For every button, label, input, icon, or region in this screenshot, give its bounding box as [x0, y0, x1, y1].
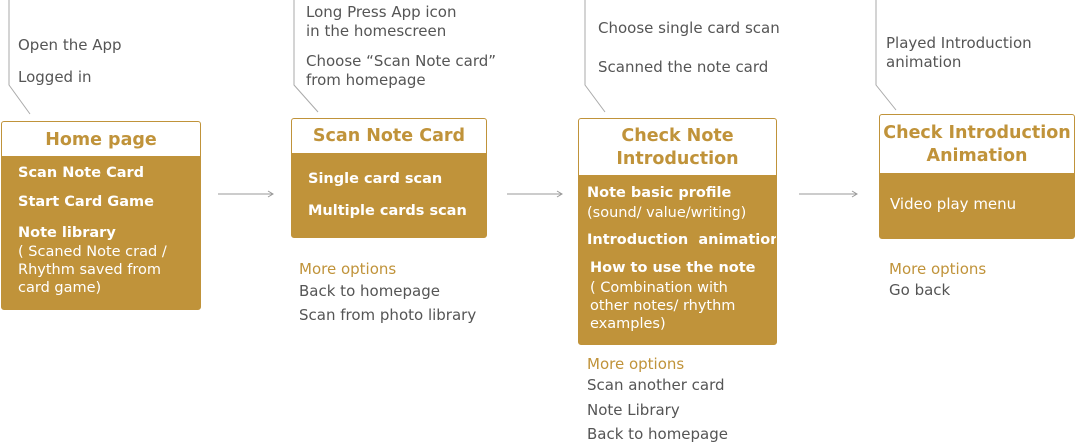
home-page-card: Home page Scan Note Card Start Card Game…: [1, 121, 201, 310]
more-options-title: More options: [889, 260, 987, 278]
flow-arrow: [507, 190, 563, 198]
step-note: Open the App: [18, 36, 122, 54]
more-options-title: More options: [299, 260, 397, 278]
check-note-introduction-card: Check Note Introduction Note basic profi…: [578, 118, 777, 345]
card-title: Check Introduction Animation: [880, 115, 1074, 173]
option-back-to-homepage[interactable]: Back to homepage: [299, 282, 440, 300]
menu-item-detail: ( Scaned Note crad / Rhythm saved from c…: [18, 244, 167, 296]
menu-item-detail: ( Combination with other notes/ rhythm e…: [590, 280, 736, 332]
menu-item-note-library[interactable]: Note library: [18, 225, 116, 241]
menu-item-introduction-animation[interactable]: Introduction animation: [587, 232, 777, 248]
step-note: Choose “Scan Note card” from homepage: [306, 52, 497, 89]
more-options: More options Back to homepage Scan from …: [299, 259, 476, 326]
option-scan-another-card[interactable]: Scan another card: [587, 376, 725, 394]
scan-note-card-card: Scan Note Card Single card scan Multiple…: [291, 118, 487, 238]
step-note: Logged in: [18, 68, 92, 86]
step-note: Scanned the note card: [598, 58, 769, 76]
flow-arrow: [799, 190, 858, 198]
note-leader-line: [584, 0, 606, 113]
option-scan-from-photo-library[interactable]: Scan from photo library: [299, 306, 477, 324]
card-title: Scan Note Card: [292, 119, 486, 153]
menu-item-scan-note-card[interactable]: Scan Note Card: [18, 165, 145, 181]
more-options-title: More options: [587, 355, 685, 373]
card-title: Home page: [2, 122, 200, 156]
step-note: Long Press App icon in the homescreen: [306, 3, 457, 40]
more-options: More options Go back: [889, 259, 986, 301]
menu-item-note-basic-profile[interactable]: Note basic profile: [587, 185, 732, 201]
step-note: Choose single card scan: [598, 19, 780, 37]
menu-item-multiple-cards-scan[interactable]: Multiple cards scan: [308, 203, 467, 219]
check-introduction-animation-card: Check Introduction Animation Video play …: [879, 114, 1075, 239]
more-options: More options Scan another card Note Libr…: [587, 354, 728, 445]
option-go-back[interactable]: Go back: [889, 281, 951, 299]
note-leader-line: [875, 0, 897, 111]
flow-arrow: [218, 190, 274, 198]
step-note: Played Introduction animation: [886, 34, 1032, 71]
note-leader-line: [293, 0, 319, 113]
menu-item-single-card-scan[interactable]: Single card scan: [308, 171, 443, 187]
option-note-library[interactable]: Note Library: [587, 401, 680, 419]
note-leader-line: [8, 0, 31, 115]
menu-item-how-to-use-the-note[interactable]: How to use the note: [590, 260, 756, 276]
menu-item-video-play-menu[interactable]: Video play menu: [890, 195, 1017, 213]
menu-item-detail: (sound/ value/writing): [587, 205, 747, 221]
option-back-to-homepage[interactable]: Back to homepage: [587, 425, 728, 443]
card-title: Check Note Introduction: [579, 119, 776, 175]
menu-item-start-card-game[interactable]: Start Card Game: [18, 194, 154, 210]
